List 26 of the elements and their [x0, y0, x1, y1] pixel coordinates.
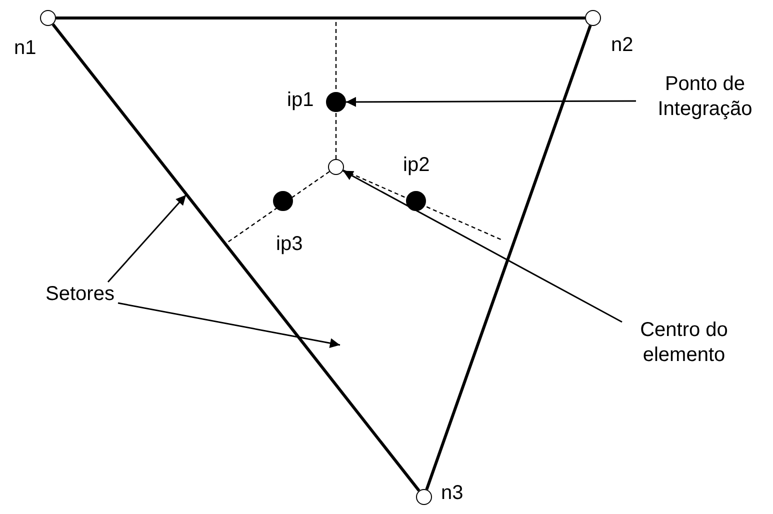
leader-arrow [107, 194, 187, 282]
integration-point-dot [273, 191, 293, 211]
callout-label: Centro do elemento [622, 318, 746, 368]
element-edge-line [56, 16, 585, 20]
element-edge-line [52, 23, 420, 492]
callout-label: Ponto de Integração [636, 72, 773, 122]
node-circle [40, 10, 56, 26]
node-circle [416, 489, 432, 505]
integration-point-dot [406, 191, 426, 211]
leader-arrow [118, 302, 340, 348]
node-label: n3 [441, 482, 464, 504]
node-label: n1 [14, 37, 36, 59]
node-label: ip2 [403, 154, 430, 176]
leader-arrow [346, 96, 636, 107]
integration-point-dot [326, 92, 346, 112]
node-label: n2 [611, 34, 634, 56]
sector-boundary-line [228, 171, 330, 242]
node-label: ip1 [287, 89, 314, 111]
leader-arrow [342, 170, 622, 323]
node-circle [585, 10, 601, 26]
element-edge-line [425, 25, 592, 490]
element-center-circle [328, 159, 344, 175]
sector-boundary-line [343, 170, 502, 241]
node-label: ip3 [276, 233, 303, 255]
callout-label: Setores [40, 282, 120, 307]
sector-boundary-line [335, 18, 337, 159]
